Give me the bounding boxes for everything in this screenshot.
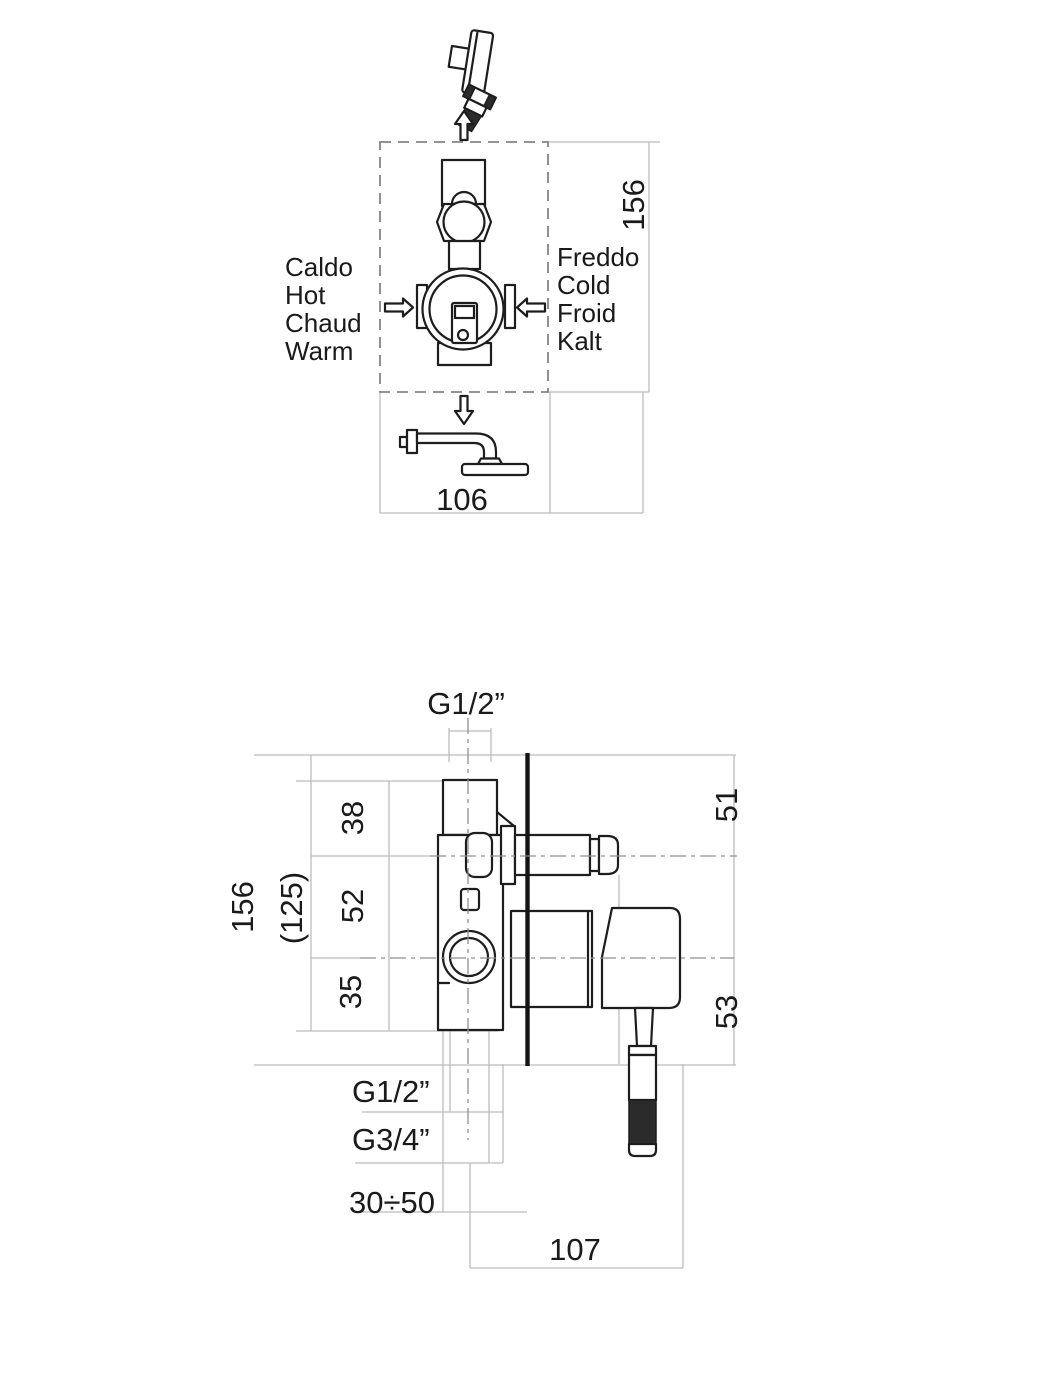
down-arrow-icon [453,394,475,426]
lever-band [627,1044,658,1057]
hot-label-warm: Warm [285,336,353,366]
diverter-tab-hole [456,328,470,342]
dim-35: 35 [333,975,368,1009]
shower-arm-pipe [415,432,498,460]
chamfer-line [495,810,516,828]
top-view-reference-lines [379,141,660,514]
dim-107: 107 [549,1232,601,1267]
dim-wall-depth: 30÷50 [349,1185,435,1220]
set-screw [459,887,481,912]
hot-label-caldo: Caldo [285,252,353,282]
lever-end-cap [627,1142,658,1158]
lever-grip [627,1053,658,1102]
hot-label-chaud: Chaud [285,308,362,338]
arm-flange [405,428,419,455]
dim-g34: G3/4” [352,1122,430,1157]
dim-156-top-view: 156 [616,179,651,231]
hand-shower-body-line [467,31,479,93]
dim-53: 53 [709,995,744,1029]
dim-106-top-view: 106 [436,482,488,517]
top-view-labels: Caldo Hot Chaud Warm Freddo Cold Froid K… [285,179,651,517]
spout-port-inner [448,936,490,978]
lever-neck [633,1006,655,1048]
cold-label-cold: Cold [557,270,610,300]
valve-front-view [436,778,682,1158]
cold-label-freddo: Freddo [557,242,639,272]
shower-arm-icon [398,428,530,477]
top-pipe [441,778,499,837]
cold-label-froid: Froid [557,298,616,328]
dim-g12-top: G1/2” [427,686,505,721]
valve-neck [447,239,482,271]
cold-inlet-port [503,283,517,330]
hand-shower-body [461,29,495,97]
lever-knurl [628,1099,657,1145]
cartridge-bonnet [464,831,494,879]
top-view-diagram: Caldo Hot Chaud Warm Freddo Cold Froid K… [285,29,660,517]
hex-nut-circle [442,200,486,244]
right-arrow-icon [383,297,415,318]
shower-head-plate [460,462,530,477]
diverter-tab-inner [453,304,476,320]
rough-in-dashed-box [379,141,549,393]
dim-156-front-view: 156 [225,881,260,933]
outlet-end-cap [597,834,620,876]
hose-nut-end [462,83,477,101]
valve-top-view [415,158,517,367]
dim-125: (125) [274,872,309,944]
left-arrow-icon [515,297,547,318]
dim-g12-bottom: G1/2” [352,1074,430,1109]
front-view-centerlines [360,718,737,1140]
dim-52: 52 [335,889,370,923]
handle-sleeve [509,909,594,1009]
dim-51: 51 [709,788,744,822]
hot-label-hot: Hot [285,280,326,310]
hand-shower-icon [447,29,497,133]
front-view-labels: G1/2” 38 52 35 156 (125) 51 53 G1/2” G3/… [225,686,744,1267]
connector-dome [450,190,478,206]
dim-38: 38 [335,801,370,835]
up-arrow-icon [453,109,475,142]
front-view-diagram: G1/2” 38 52 35 156 (125) 51 53 G1/2” G3/… [225,686,744,1269]
outlet-neck [588,837,601,873]
cold-label-kalt: Kalt [557,326,603,356]
upper-escutcheon-plate [499,824,517,886]
hand-shower-hose [458,83,497,133]
